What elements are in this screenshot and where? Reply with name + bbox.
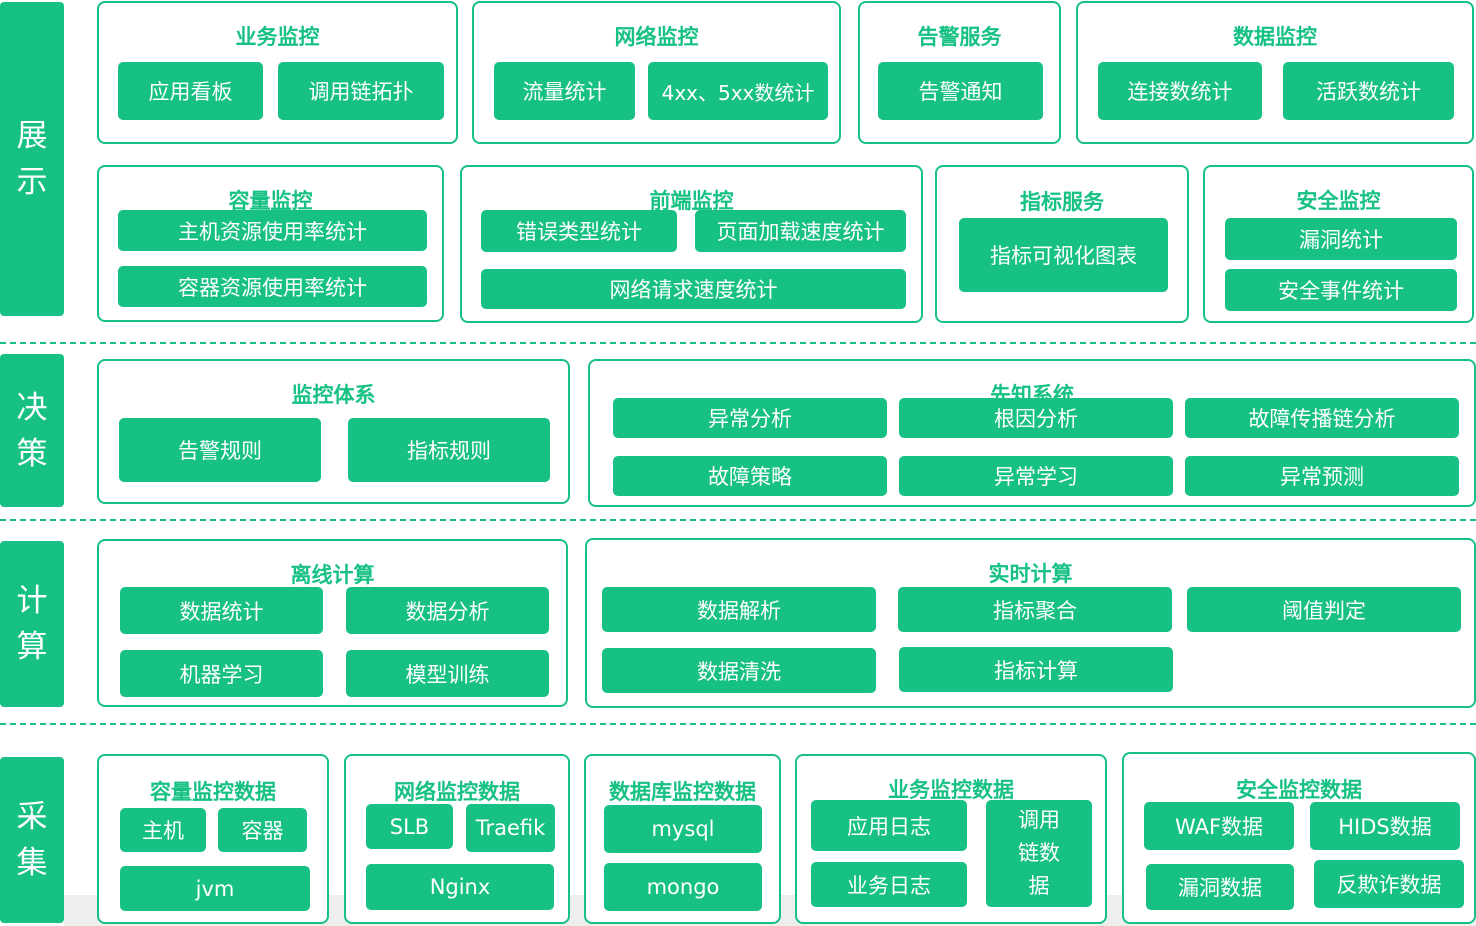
tile-metric-aggregation: 指标聚合 (898, 587, 1172, 632)
tile-data-cleaning: 数据清洗 (602, 648, 876, 693)
tile-nginx: Nginx (366, 864, 554, 910)
tile-hids-data: HIDS数据 (1310, 802, 1460, 850)
layer-label-char: 集 (16, 845, 48, 881)
group-title: 安全监控 (1296, 189, 1381, 213)
group-frontend-monitor: 前端监控 错误类型统计 页面加载速度统计 网络请求速度统计 (460, 165, 923, 323)
tile-anomaly-prediction: 异常预测 (1185, 456, 1459, 496)
tile-app-log: 应用日志 (811, 800, 967, 851)
tile-alert-rules: 告警规则 (119, 418, 321, 482)
group-alert-service: 告警服务 告警通知 (858, 1, 1061, 144)
group-security-data: 安全监控数据 WAF数据 HIDS数据 漏洞数据 反欺诈数据 (1122, 752, 1476, 924)
tile-line: 据 (1028, 874, 1050, 898)
group-title: 网络监控数据 (394, 780, 520, 804)
tile-active-stats: 活跃数统计 (1283, 62, 1454, 120)
group-title: 容量监控 (228, 189, 313, 213)
layer-label-char: 采 (16, 799, 48, 835)
tile-threshold-judgement: 阈值判定 (1187, 587, 1461, 632)
tile-mysql: mysql (604, 805, 762, 853)
tile-data-parsing: 数据解析 (602, 587, 876, 632)
tile-metric-rules: 指标规则 (348, 418, 550, 482)
group-title: 业务监控数据 (888, 778, 1014, 802)
tile-anti-fraud-data: 反欺诈数据 (1314, 860, 1464, 908)
layer-label-char: 策 (16, 435, 48, 472)
tile-network-request-speed-stats: 网络请求速度统计 (481, 269, 906, 309)
tile-line: 调用 (1018, 808, 1060, 832)
group-title: 网络监控 (614, 25, 699, 49)
tile-host: 主机 (120, 808, 206, 852)
group-title: 容量监控数据 (150, 780, 276, 804)
group-monitor-system: 监控体系 告警规则 指标规则 (97, 359, 570, 504)
layer-tab-compute: 计 算 (0, 541, 64, 707)
layer-label-char: 展 (16, 118, 48, 154)
group-title: 告警服务 (917, 25, 1002, 49)
tile-vulnerability-data: 漏洞数据 (1146, 864, 1294, 910)
group-capacity-monitor: 容量监控 主机资源使用率统计 容器资源使用率统计 (97, 165, 444, 322)
layer-label-char: 决 (16, 389, 48, 426)
group-business-monitor: 业务监控 应用看板 调用链拓扑 (97, 1, 458, 144)
group-prophet-system: 先知系统 异常分析 根因分析 故障传播链分析 故障策略 异常学习 异常预测 (588, 359, 1476, 507)
tile-line: 链数 (1018, 841, 1060, 865)
group-title: 数据库监控数据 (609, 780, 756, 804)
tile-data-analysis: 数据分析 (346, 587, 549, 634)
tile-business-log: 业务日志 (811, 862, 967, 907)
tile-metric-visual-chart: 指标可视化图表 (959, 218, 1168, 292)
group-capacity-data: 容量监控数据 主机 容器 jvm (97, 754, 329, 924)
group-title: 指标服务 (1020, 190, 1104, 214)
layer-divider (0, 342, 1476, 344)
tile-machine-learning: 机器学习 (120, 650, 323, 697)
tile-connection-stats: 连接数统计 (1098, 62, 1262, 120)
tile-model-training: 模型训练 (346, 650, 549, 697)
tile-metric-calculation: 指标计算 (899, 647, 1173, 692)
tile-traefik: Traefik (466, 804, 555, 852)
group-title: 实时计算 (988, 562, 1073, 586)
tile-host-resource-stats: 主机资源使用率统计 (118, 210, 427, 251)
tile-4xx-5xx-stats: 4xx、5xx数统计 (648, 62, 828, 120)
tile-anomaly-analysis: 异常分析 (613, 398, 887, 438)
group-database-data: 数据库监控数据 mysql mongo (584, 754, 781, 924)
tile-fault-propagation-analysis: 故障传播链分析 (1185, 398, 1459, 438)
tile-anomaly-learning: 异常学习 (899, 456, 1173, 496)
tile-page-load-speed-stats: 页面加载速度统计 (695, 210, 906, 252)
layer-tab-collect: 采 集 (0, 757, 64, 923)
tile-fault-strategy: 故障策略 (613, 456, 887, 496)
group-title: 离线计算 (290, 563, 375, 587)
tile-mongo: mongo (604, 863, 762, 911)
tile-alert-notify: 告警通知 (878, 62, 1043, 120)
group-title: 安全监控数据 (1236, 778, 1362, 802)
tile-waf-data: WAF数据 (1144, 802, 1294, 850)
group-realtime-compute: 实时计算 数据解析 指标聚合 阈值判定 数据清洗 指标计算 (585, 538, 1476, 708)
layer-divider (0, 519, 1476, 521)
tile-slb: SLB (366, 804, 453, 849)
layer-divider (0, 723, 1476, 725)
layer-label-char: 计 (16, 583, 48, 619)
tile-root-cause-analysis: 根因分析 (899, 398, 1173, 438)
group-title: 业务监控 (235, 25, 320, 49)
group-security-monitor: 安全监控 漏洞统计 安全事件统计 (1203, 165, 1474, 323)
group-offline-compute: 离线计算 数据统计 数据分析 机器学习 模型训练 (97, 539, 568, 707)
group-metric-service: 指标服务 指标可视化图表 (935, 165, 1189, 323)
tile-security-event-stats: 安全事件统计 (1225, 269, 1457, 311)
group-title: 前端监控 (649, 189, 734, 213)
group-data-monitor: 数据监控 连接数统计 活跃数统计 (1076, 1, 1474, 144)
tile-traffic-stats: 流量统计 (494, 62, 635, 120)
tile-call-chain-topology: 调用链拓扑 (278, 62, 444, 120)
tile-container-resource-stats: 容器资源使用率统计 (118, 266, 427, 307)
group-network-data: 网络监控数据 SLB Traefik Nginx (344, 754, 570, 924)
tile-call-chain-data: 调用 链数 据 (986, 800, 1092, 907)
group-title: 监控体系 (291, 383, 376, 407)
layer-label-char: 示 (16, 164, 48, 200)
layer-tab-display: 展 示 (0, 2, 64, 316)
group-network-monitor: 网络监控 流量统计 4xx、5xx数统计 (472, 1, 841, 144)
tile-error-type-stats: 错误类型统计 (481, 210, 677, 252)
layer-label-char: 算 (16, 629, 48, 665)
tile-jvm: jvm (120, 866, 310, 911)
tile-app-board: 应用看板 (118, 62, 263, 120)
group-title: 数据监控 (1233, 25, 1317, 49)
tile-container: 容器 (218, 808, 307, 852)
group-business-data: 业务监控数据 应用日志 业务日志 调用 链数 据 (795, 754, 1107, 924)
tile-data-stats: 数据统计 (120, 587, 323, 634)
tile-vulnerability-stats: 漏洞统计 (1225, 218, 1457, 260)
layer-tab-decision: 决 策 (0, 354, 64, 507)
